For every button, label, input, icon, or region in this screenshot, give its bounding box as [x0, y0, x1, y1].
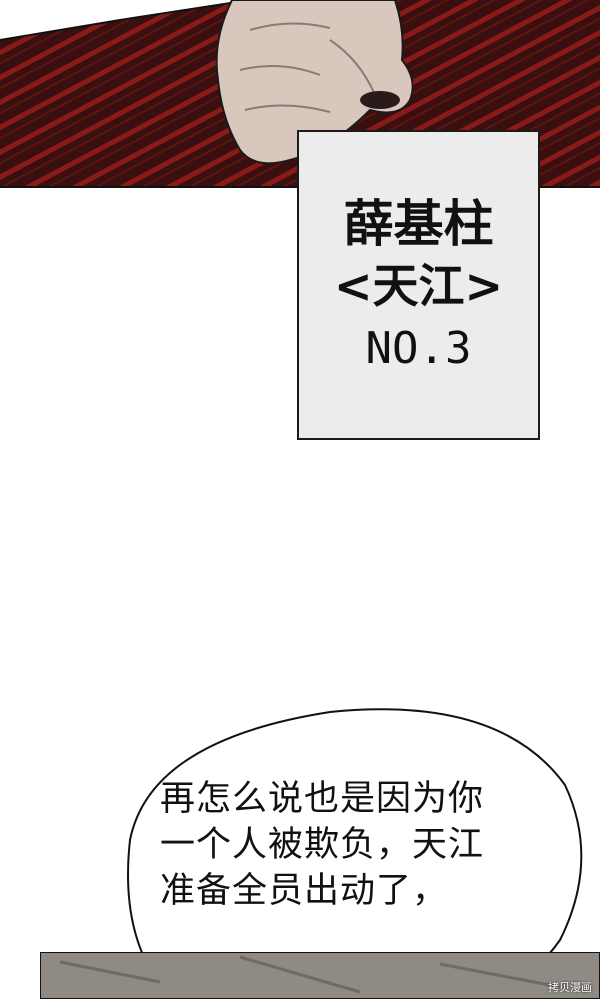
bottom-panel-artwork: 拷贝漫画: [40, 952, 600, 999]
speech-bubble-shape: [127, 708, 583, 999]
speech-bubble: [0, 690, 600, 999]
character-rank: NO.3: [365, 323, 472, 374]
speech-line: 准备全员出动了，: [160, 871, 449, 911]
character-intro-caption: 薛基柱 <天江> NO.3: [297, 130, 540, 440]
bottom-panel-texture: [40, 952, 600, 999]
character-group: <天江>: [333, 259, 504, 313]
character-name: 薛基柱: [343, 195, 494, 253]
speech-line: 一个人被欺负，天江: [160, 825, 485, 865]
speech-bubble-text: 再怎么说也是因为你 一个人被欺负，天江 准备全员出动了，: [160, 776, 560, 914]
speech-line: 再怎么说也是因为你: [160, 779, 485, 819]
watermark: 拷贝漫画: [548, 981, 592, 994]
